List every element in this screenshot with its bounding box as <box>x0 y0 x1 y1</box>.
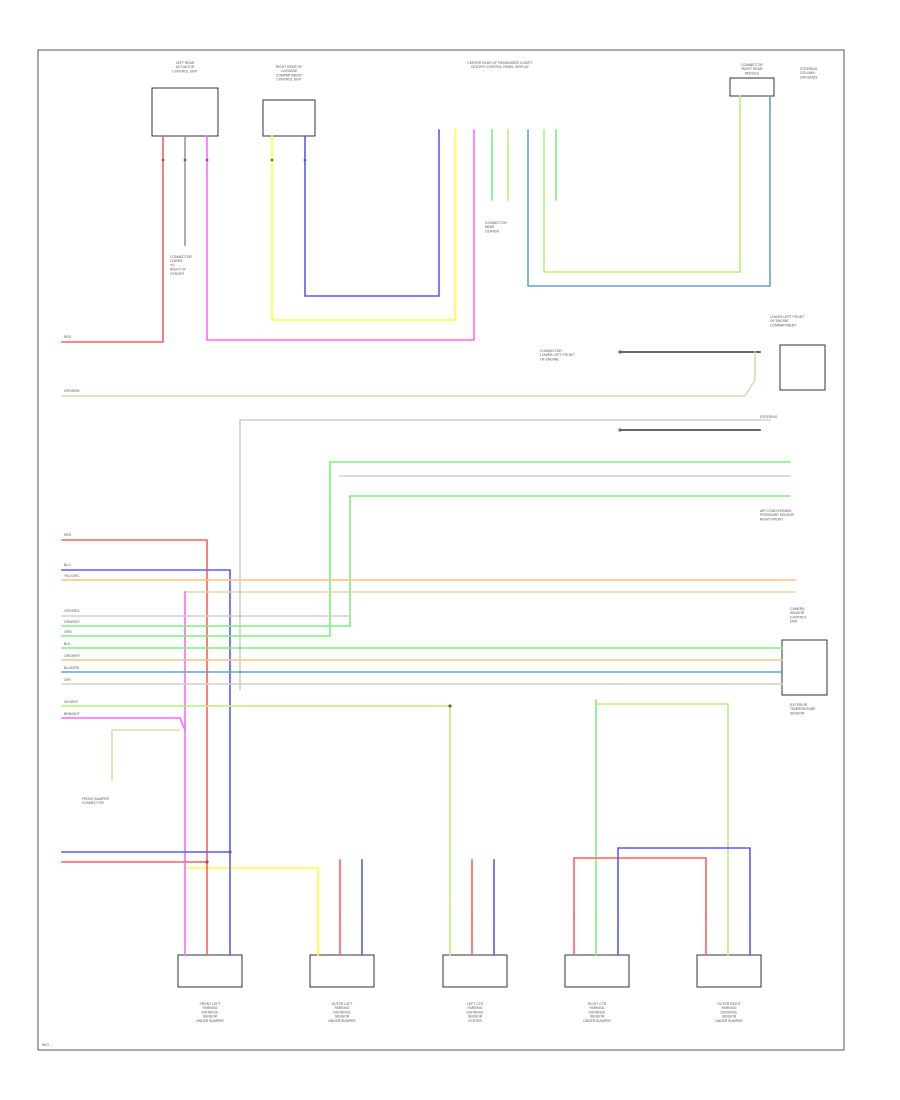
diagram-border <box>37 49 845 1051</box>
wire-yelorg-label: YEL/ORG <box>64 574 79 578</box>
right-block-5 <box>781 639 828 696</box>
wire-teal-loop <box>527 95 771 287</box>
wire-yellow-top <box>271 129 456 321</box>
wire-tan-label: GRY/BRN <box>64 389 80 393</box>
right-block-1 <box>779 344 826 391</box>
wire-blk-label: BLK <box>64 642 71 646</box>
wire-gry-label: GRY <box>64 678 72 682</box>
wire-brn-label: BRN/WHT <box>64 712 80 716</box>
wire-red-low-label: RED <box>64 533 72 537</box>
wire-gryred-label: GRY/RED <box>64 609 80 613</box>
wire-tan-low <box>111 729 180 781</box>
wire-green-low <box>61 705 451 901</box>
wire-blue-low-label: BLU <box>64 563 71 567</box>
wire-red-top <box>61 135 164 343</box>
connector-marks <box>161 158 622 864</box>
page-note: W/O ... <box>42 1043 53 1047</box>
wire-grngry-label: GRN/GRY <box>64 620 81 624</box>
wire-vio-label: VIO/WHT <box>64 700 79 704</box>
wire-tan-long <box>61 351 756 397</box>
center-header: CENTER REAR OF PASSENGER COMPT.CENTER CO… <box>467 61 533 69</box>
center-header-label: CENTER REAR OF PASSENGER COMPT.CENTER CO… <box>467 61 533 69</box>
wire-blue-b4 <box>617 847 751 916</box>
wire-red-low <box>61 539 208 861</box>
wire-lightgreen-loop <box>543 95 741 273</box>
wire-orgwht-label: ORG/WHT <box>64 654 80 658</box>
wire-lightgreen-right-drop <box>595 703 729 916</box>
right-label-3: STEERING <box>760 415 778 419</box>
wire-blue-top <box>304 129 440 297</box>
wire-pink-top <box>206 129 475 341</box>
wire-blue-low <box>61 569 231 853</box>
wire-grn-label: GRN <box>64 630 72 634</box>
wire-red-top-label: RED <box>64 335 72 339</box>
wire-blugrn-label: BLU/GRN <box>64 666 80 670</box>
wire-yellow-bottom <box>184 867 319 916</box>
wire-pink-low <box>61 717 187 732</box>
wire-red-b4 <box>573 857 707 916</box>
